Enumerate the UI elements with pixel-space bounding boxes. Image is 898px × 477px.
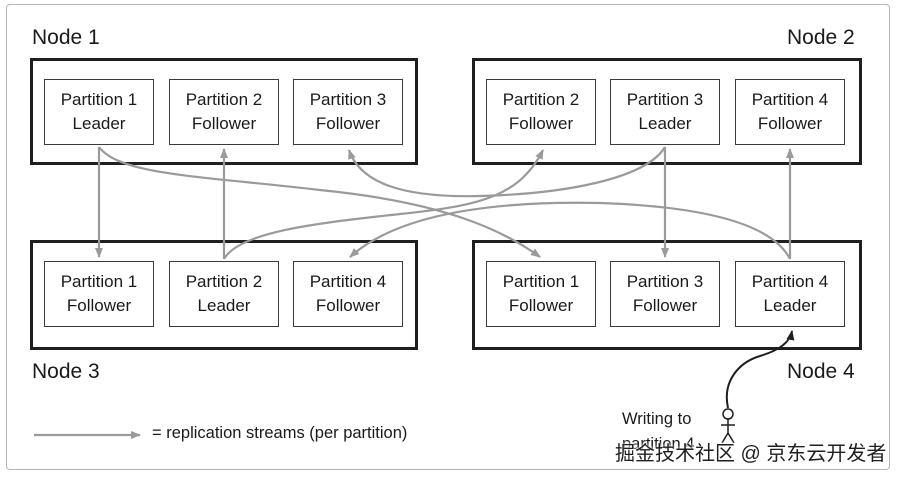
node-4-partition-3-follower: Partition 3 Follower (610, 261, 720, 327)
stream-p1-to-node4 (98, 146, 541, 258)
partition-role: Leader (72, 114, 126, 133)
partition-name: Partition 3 (309, 90, 387, 109)
stick-figure-icon (721, 408, 735, 444)
write-arrow (725, 330, 795, 409)
partition-name: Partition 3 (626, 272, 704, 291)
node-4-partition-4-leader: Partition 4 Leader (735, 261, 845, 327)
partition-role: Follower (315, 296, 381, 315)
partition-role: Follower (632, 296, 698, 315)
node-2-label: Node 2 (787, 26, 855, 49)
partition-role: Leader (638, 114, 692, 133)
stream-p4-to-node3 (349, 201, 791, 260)
writer-label: Writing to partition 4 (622, 407, 694, 457)
writer-line-1: Writing to (622, 410, 692, 428)
partition-name: Partition 1 (60, 90, 138, 109)
node-2-partition-4-follower: Partition 4 Follower (735, 79, 845, 145)
partition-name: Partition 2 (185, 90, 263, 109)
node-2-partition-2-follower: Partition 2 Follower (486, 79, 596, 145)
partition-role: Follower (508, 114, 574, 133)
writer-line-2: partition 4 (622, 435, 695, 453)
node-3-label: Node 3 (32, 360, 100, 383)
partition-name: Partition 2 (502, 90, 580, 109)
partition-name: Partition 3 (626, 90, 704, 109)
partition-name: Partition 4 (751, 272, 829, 291)
node-4-partition-1-follower: Partition 1 Follower (486, 261, 596, 327)
node-4-label: Node 4 (787, 360, 855, 383)
partition-name: Partition 1 (60, 272, 138, 291)
node-2-partition-3-leader: Partition 3 Leader (610, 79, 720, 145)
partition-role: Leader (763, 296, 817, 315)
partition-role: Follower (757, 114, 823, 133)
partition-name: Partition 2 (185, 272, 263, 291)
node-1-partition-1-leader: Partition 1 Leader (44, 79, 154, 145)
node-1-partition-2-follower: Partition 2 Follower (169, 79, 279, 145)
node-3-partition-2-leader: Partition 2 Leader (169, 261, 279, 327)
node-1-label: Node 1 (32, 26, 100, 49)
partition-role: Follower (66, 296, 132, 315)
stream-p2-to-node2 (223, 149, 544, 260)
partition-role: Leader (197, 296, 251, 315)
node-3-partition-4-follower: Partition 4 Follower (293, 261, 403, 327)
stream-p3-to-node1 (347, 146, 666, 198)
legend-label: = replication streams (per partition) (152, 424, 408, 442)
partition-name: Partition 4 (751, 90, 829, 109)
partition-name: Partition 4 (309, 272, 387, 291)
partition-name: Partition 1 (502, 272, 580, 291)
node-3-partition-1-follower: Partition 1 Follower (44, 261, 154, 327)
diagram-frame (6, 4, 890, 470)
partition-role: Follower (508, 296, 574, 315)
node-1-partition-3-follower: Partition 3 Follower (293, 79, 403, 145)
watermark: 掘金技术社区 @ 京东云开发者 (615, 443, 887, 465)
partition-role: Follower (315, 114, 381, 133)
partition-role: Follower (191, 114, 257, 133)
